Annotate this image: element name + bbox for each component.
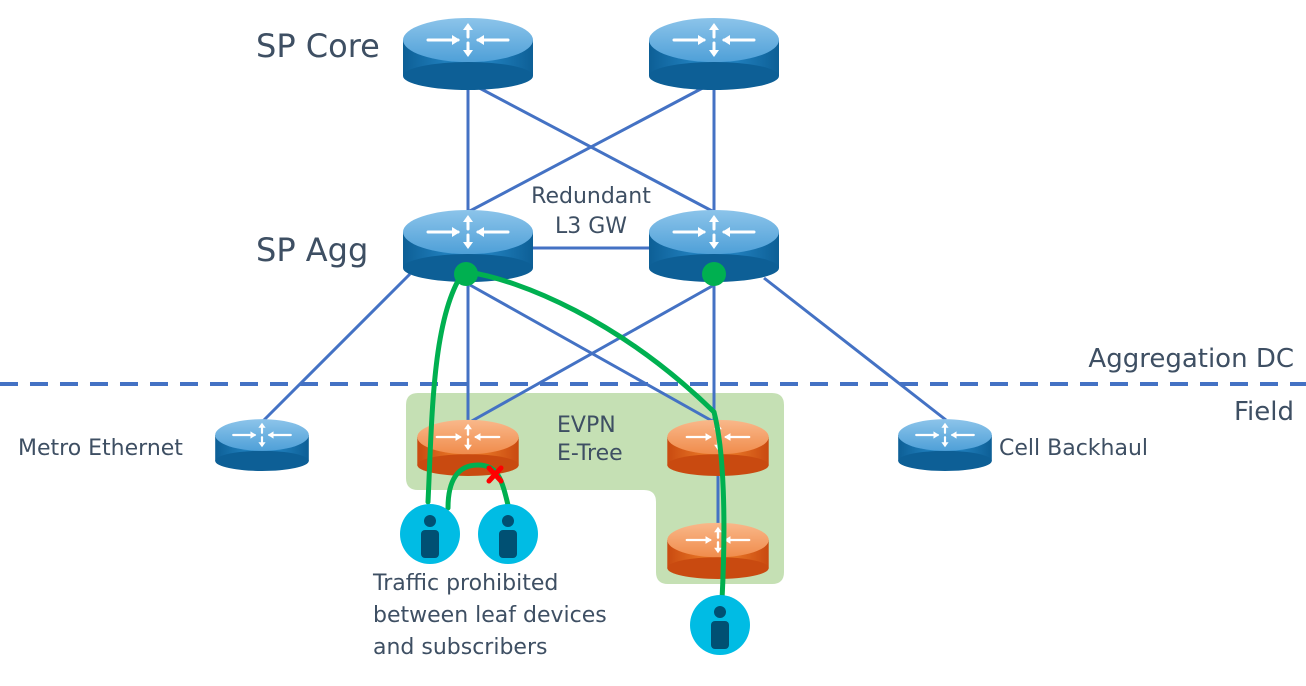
router-cell-backhaul[interactable] bbox=[898, 419, 992, 471]
link-agg1-metro bbox=[260, 272, 412, 424]
subscriber-2-icon[interactable] bbox=[478, 504, 538, 564]
label-cell-backhaul: Cell Backhaul bbox=[999, 436, 1148, 461]
router-agg-2[interactable] bbox=[649, 210, 779, 282]
router-core-1[interactable] bbox=[403, 18, 533, 90]
subscriber-3-icon[interactable] bbox=[690, 595, 750, 655]
label-redundant-line1: Redundant bbox=[531, 184, 651, 209]
gateway-dot-agg2 bbox=[702, 262, 726, 286]
label-aggregation-dc: Aggregation DC bbox=[1088, 344, 1294, 374]
label-evpn-line2: E-Tree bbox=[557, 441, 623, 466]
router-metro-ethernet[interactable] bbox=[215, 419, 309, 471]
note-line2: between leaf devices bbox=[373, 603, 607, 628]
label-metro-ethernet: Metro Ethernet bbox=[18, 436, 183, 461]
link-agg2-leaf1 bbox=[469, 283, 715, 424]
link-core2-agg1 bbox=[467, 80, 715, 214]
gateway-dot-agg1 bbox=[454, 262, 478, 286]
link-agg2-cell bbox=[763, 276, 947, 422]
traffic-path-sub1-sub2-blocked bbox=[445, 462, 511, 511]
label-sp-core: SP Core bbox=[256, 27, 380, 65]
label-sp-agg: SP Agg bbox=[256, 231, 368, 269]
label-evpn-line1: EVPN bbox=[557, 413, 616, 438]
label-redundant-line2: L3 GW bbox=[555, 214, 627, 239]
blocked-x-icon bbox=[486, 465, 504, 484]
router-core-2[interactable] bbox=[649, 18, 779, 90]
subscriber-1-icon[interactable] bbox=[400, 504, 460, 564]
router-leaf-1[interactable] bbox=[417, 419, 519, 476]
label-field: Field bbox=[1234, 397, 1294, 427]
traffic-path-sub1-agg1 bbox=[425, 271, 465, 505]
traffic-path-sub3-agg1 bbox=[465, 269, 727, 603]
links bbox=[260, 80, 947, 530]
router-leaf-3[interactable] bbox=[667, 522, 769, 579]
note-line1: Traffic prohibited bbox=[372, 571, 558, 596]
note-line3: and subscribers bbox=[373, 635, 547, 660]
